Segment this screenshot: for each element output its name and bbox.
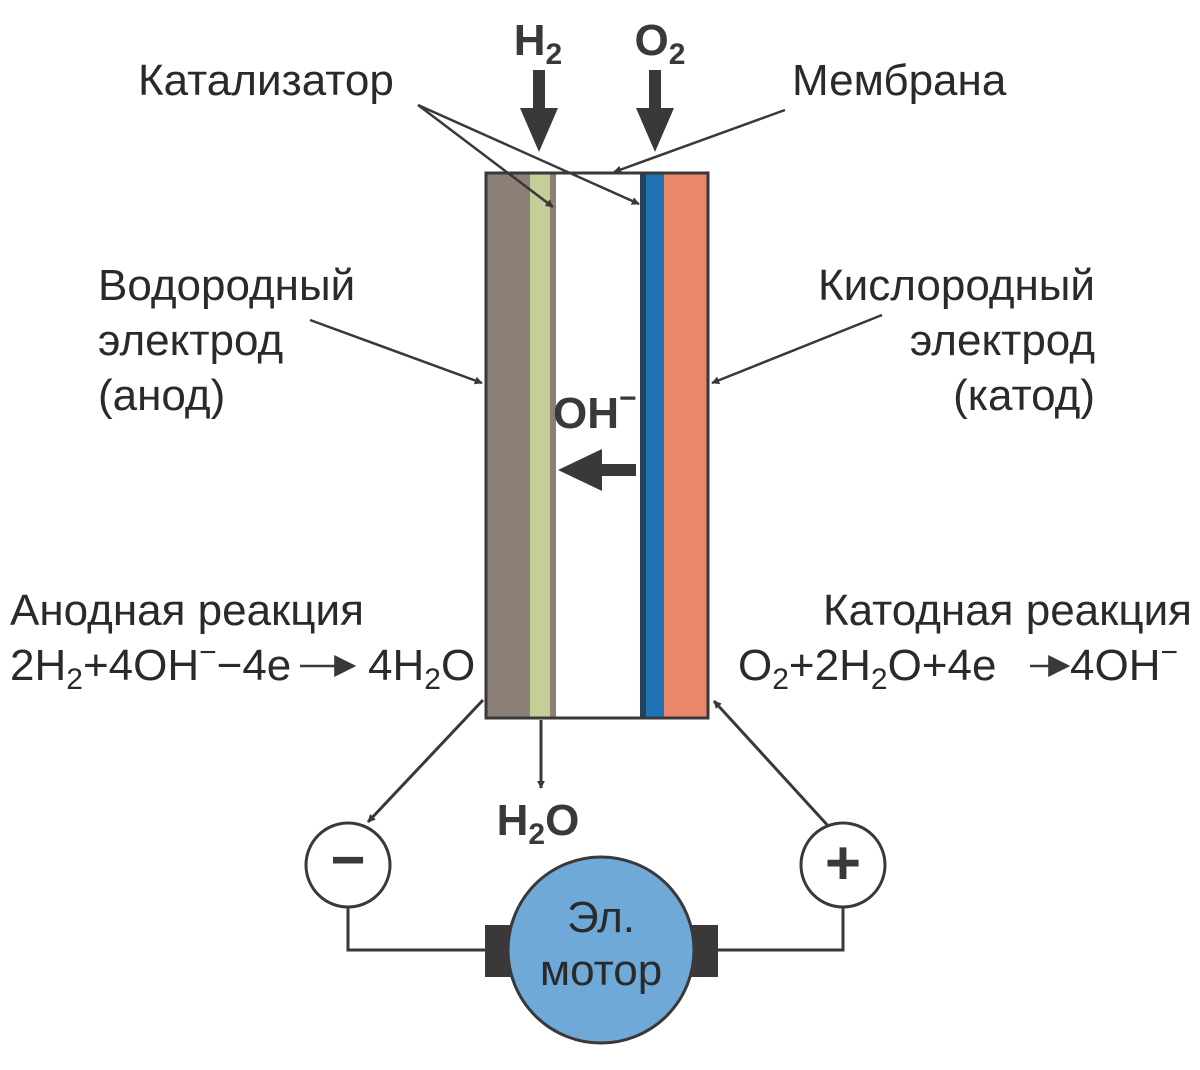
cell-outline [484, 171, 710, 720]
anode-label: Водородный электрод (анод) [98, 261, 355, 420]
anode-catalyst-edge [550, 173, 556, 718]
cathode-catalyst-layer [646, 173, 664, 718]
ion-label: OH− [553, 382, 637, 438]
catalyst-pointer-anode [417, 104, 554, 208]
anode-label-line3: (анод) [98, 371, 225, 420]
membrane-pointer [613, 108, 786, 174]
o2-input: O2 [635, 16, 686, 152]
anode-reaction-product: 4H2O [368, 641, 475, 696]
positive-terminal: + [799, 821, 887, 909]
cathode-reaction-title: Катодная реакция [823, 586, 1192, 635]
anode-label-line1: Водородный [98, 261, 355, 310]
anode-label-line2: электрод [98, 316, 283, 365]
negative-terminal: − [304, 821, 392, 909]
cathode-label-line2: электрод [910, 316, 1095, 365]
cathode-reaction-equation: O2+2H2O+4e [738, 641, 996, 696]
cathode-catalyst-edge [640, 173, 646, 718]
electric-motor: Эл. мотор [485, 855, 718, 1045]
positive-wire-arrow [712, 699, 832, 830]
negative-terminal-sign: − [330, 826, 365, 893]
o2-label: O2 [635, 16, 686, 71]
anode-pointer [309, 318, 483, 385]
water-label: H2O [497, 796, 580, 851]
cathode-layer [664, 173, 708, 718]
anode-catalyst-layer [530, 173, 550, 718]
negative-wire [346, 907, 485, 952]
fuel-cell [484, 171, 710, 720]
positive-wire [718, 907, 845, 952]
anode-reaction-title: Анодная реакция [10, 586, 364, 635]
motor-label-line2: мотор [540, 946, 662, 995]
motor-label-line1: Эл. [567, 893, 635, 942]
motor-body [506, 855, 696, 1045]
catalyst-label: Катализатор [138, 56, 394, 105]
cathode-reaction-product: 4OH− [1070, 636, 1178, 690]
membrane-layer [556, 173, 640, 718]
h2-input: H2 [514, 16, 562, 152]
anode-reaction-equation: 2H2+4OH−−4e [10, 636, 291, 696]
o2-arrow [636, 70, 674, 152]
ion-arrow [558, 449, 636, 491]
cathode-pointer [711, 313, 883, 385]
anode-layer [486, 173, 530, 718]
negative-wire-arrow [366, 698, 485, 824]
positive-terminal-sign: + [825, 829, 861, 898]
h2-arrow [520, 70, 558, 152]
cathode-label-line3: (катод) [953, 371, 1095, 420]
membrane-label: Мембрана [792, 56, 1007, 105]
cathode-label: Кислородный электрод (катод) [818, 261, 1095, 420]
cathode-label-line1: Кислородный [818, 261, 1095, 310]
catalyst-pointer-cathode [417, 103, 640, 206]
h2-label: H2 [514, 16, 562, 71]
